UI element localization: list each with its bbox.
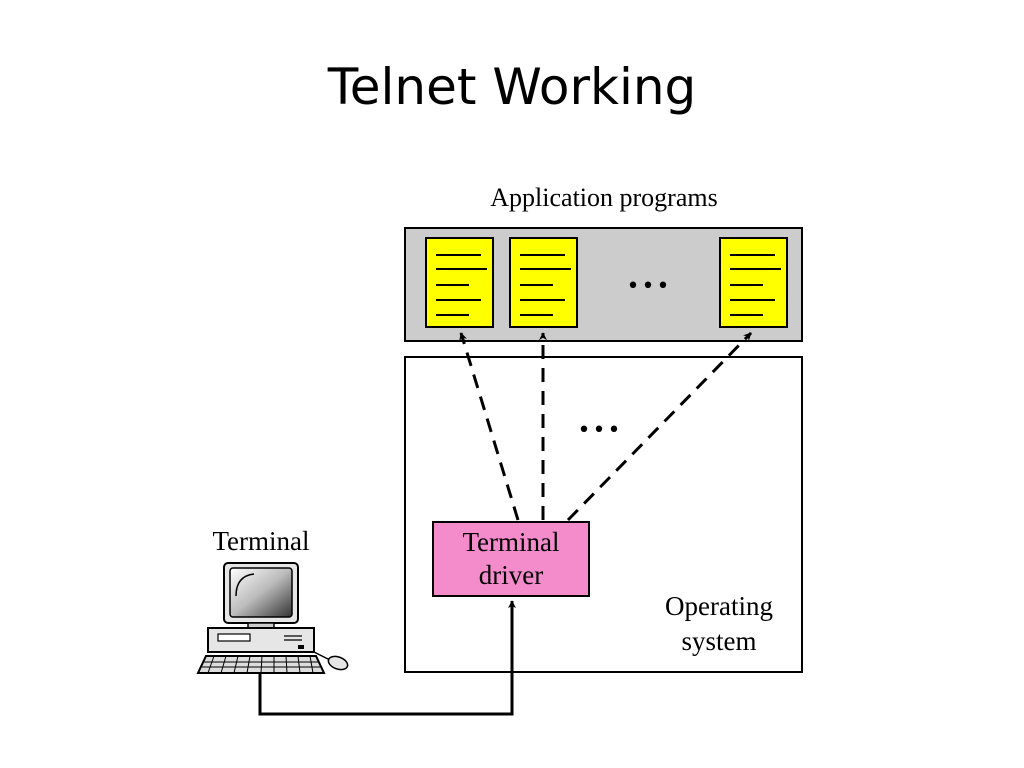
terminal-driver-box (432, 521, 590, 597)
terminal-label: Terminal (212, 526, 309, 556)
dashed-arrow-to-program-3 (566, 331, 753, 522)
operating-system-label-line2: system (681, 626, 756, 656)
computer-terminal-icon (207, 562, 315, 653)
keyboard-icon (196, 655, 326, 674)
program-document-icon (719, 237, 788, 328)
terminal-driver-label-line1: Terminal (462, 527, 559, 557)
operating-system-box (404, 356, 803, 673)
program-document-icon (425, 237, 494, 328)
app-programs-label: Application programs (490, 183, 717, 212)
program-document-icon (509, 237, 578, 328)
arrows-ellipsis: ••• (578, 418, 623, 443)
terminal-driver-label-line2: driver (479, 560, 543, 590)
programs-ellipsis: ••• (627, 274, 672, 299)
terminal-connection-line (258, 600, 516, 716)
operating-system-label-line1: Operating (665, 591, 773, 621)
mouse-icon (313, 651, 349, 671)
slide-title: Telnet Working (327, 58, 697, 116)
dashed-arrow-to-program-1 (459, 332, 520, 521)
